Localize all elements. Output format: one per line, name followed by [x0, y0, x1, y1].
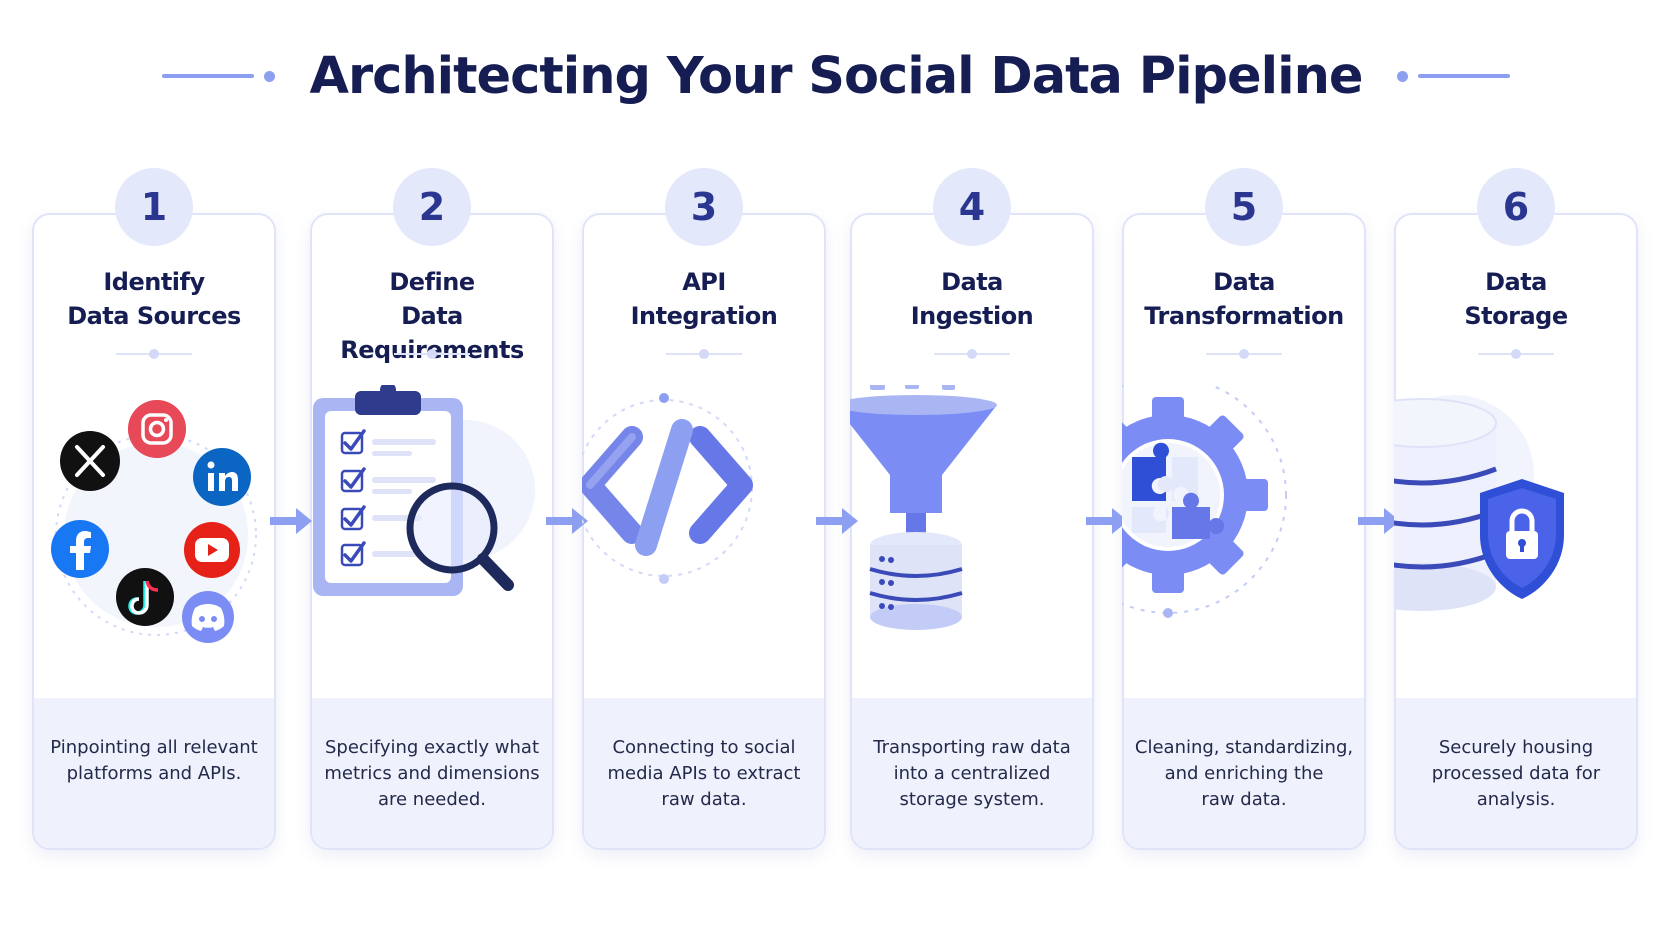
step-title: Define Data Requirements — [310, 265, 554, 367]
description-line: storage system. — [899, 789, 1045, 810]
description-line: Cleaning, standardizing, — [1134, 737, 1354, 758]
title-separator — [1478, 349, 1554, 359]
instagram-icon — [128, 400, 186, 458]
step-description: Cleaning, standardizing, and enriching t… — [1129, 735, 1359, 813]
title-separator — [934, 349, 1010, 359]
step-title-line: Ingestion — [910, 302, 1034, 330]
arrow-right-icon — [270, 508, 312, 534]
step-title-line: Storage — [1464, 302, 1568, 330]
arrow-right-icon — [816, 508, 858, 534]
step-title: Data Transformation — [1122, 265, 1366, 333]
description-line: raw data. — [1201, 789, 1287, 810]
description-line: Pinpointing all relevant — [50, 737, 258, 758]
description-panel — [312, 698, 552, 848]
step-card-4 — [850, 213, 1094, 850]
description-line: into a centralized — [893, 763, 1051, 784]
title-separator — [394, 349, 470, 359]
step-title-line: Transformation — [1144, 302, 1344, 330]
description-line: media APIs to extract — [607, 763, 801, 784]
step-description: Transporting raw data into a centralized… — [857, 735, 1087, 813]
description-line: Specifying exactly what — [324, 737, 540, 758]
step-title: Data Ingestion — [850, 265, 1094, 333]
step-number-badge: 5 — [1205, 168, 1283, 246]
description-line: metrics and dimensions — [324, 763, 540, 784]
title-separator — [116, 349, 192, 359]
step-number-badge: 3 — [665, 168, 743, 246]
x-twitter-icon — [60, 431, 120, 491]
step-title: Data Storage — [1394, 265, 1638, 333]
step-title-line: API — [682, 268, 726, 296]
code-brackets-icon — [582, 393, 753, 584]
clipboard-checklist-magnifier-icon — [313, 385, 535, 596]
title-decoration-right — [1387, 70, 1510, 82]
gear-puzzle-icon — [1122, 385, 1287, 618]
description-panel — [1124, 698, 1364, 848]
description-panel — [1396, 698, 1636, 848]
arrow-right-icon — [1086, 508, 1128, 534]
linkedin-icon — [193, 448, 251, 506]
step-number-badge: 4 — [933, 168, 1011, 246]
step-number-badge: 6 — [1477, 168, 1555, 246]
title-row: Architecting Your Social Data Pipeline — [0, 36, 1672, 116]
step-title-line: Integration — [630, 302, 778, 330]
description-panel — [852, 698, 1092, 848]
facebook-icon — [51, 520, 109, 578]
title-decoration-left — [162, 70, 285, 82]
arrow-right-icon — [1358, 508, 1400, 534]
description-line: Securely housing — [1438, 737, 1594, 758]
step-description: Securely housing processed data for anal… — [1401, 735, 1631, 813]
step-title-line: Data — [1485, 268, 1547, 296]
step-title: Identify Data Sources — [32, 265, 276, 333]
page-title: Architecting Your Social Data Pipeline — [309, 46, 1363, 106]
description-panel — [584, 698, 824, 848]
step-title-line: Data Sources — [67, 302, 241, 330]
discord-icon — [182, 591, 234, 643]
step-title-line: Identify — [103, 268, 205, 296]
description-line: Transporting raw data — [873, 737, 1071, 758]
youtube-icon — [184, 522, 240, 578]
step-number-badge: 2 — [393, 168, 471, 246]
description-line: raw data. — [661, 789, 747, 810]
title-separator — [666, 349, 742, 359]
step-description: Pinpointing all relevant platforms and A… — [39, 735, 269, 787]
title-separator — [1206, 349, 1282, 359]
social-network-icons — [51, 400, 257, 643]
description-line: Connecting to social — [612, 737, 796, 758]
description-panel — [34, 698, 274, 848]
step-number-badge: 1 — [115, 168, 193, 246]
step-title: API Integration — [582, 265, 826, 333]
arrow-right-icon — [546, 508, 588, 534]
step-title-line: Data — [1213, 268, 1275, 296]
description-line: and enriching the — [1164, 763, 1324, 784]
step-title-line: Define — [389, 268, 475, 296]
description-line: processed data for — [1431, 763, 1601, 784]
step-description: Connecting to social media APIs to extra… — [589, 735, 819, 813]
description-line: analysis. — [1476, 789, 1556, 810]
funnel-database-icon — [850, 385, 997, 630]
step-description: Specifying exactly what metrics and dime… — [317, 735, 547, 813]
step-title-line: Data — [941, 268, 1003, 296]
database-shield-lock-icon — [1394, 395, 1564, 611]
tiktok-icon — [116, 568, 174, 626]
description-line: platforms and APIs. — [66, 763, 242, 784]
description-line: are needed. — [377, 789, 487, 810]
